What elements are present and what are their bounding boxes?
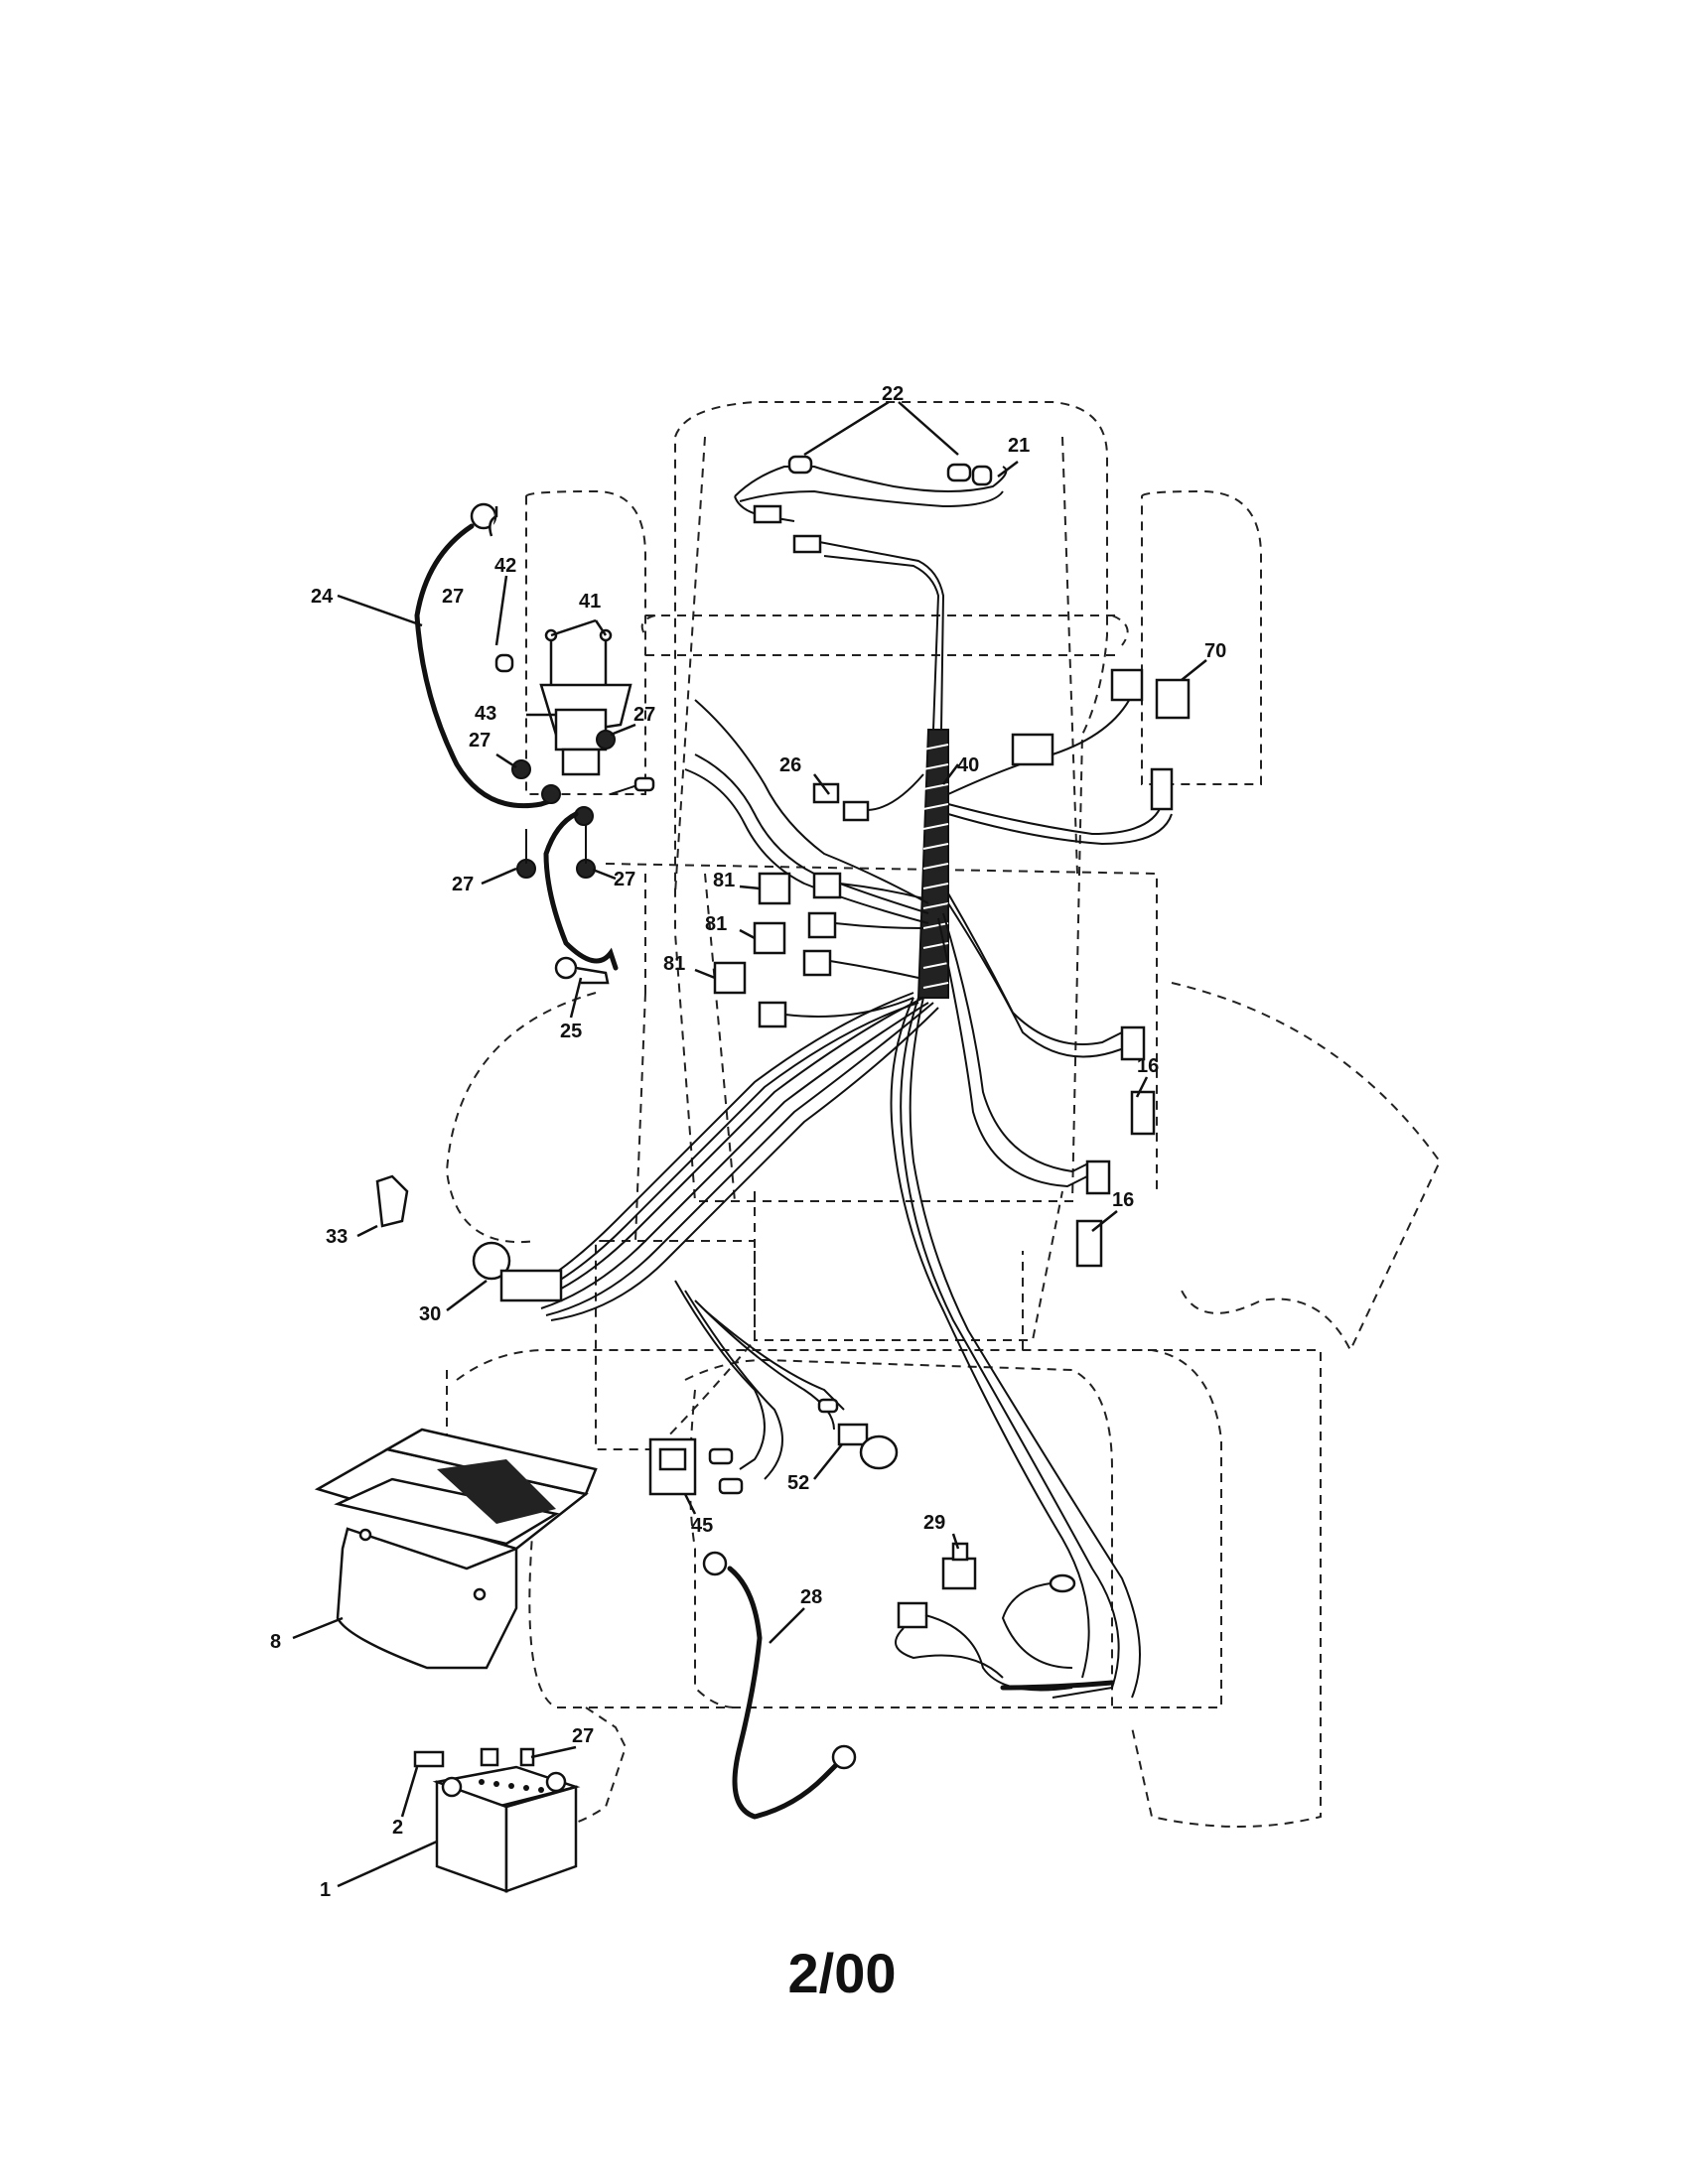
relay xyxy=(758,872,791,905)
callout-labels: 1 2 8 16 16 21 22 24 25 26 27 27 27 27 2… xyxy=(270,383,1226,1901)
headlight-connector xyxy=(753,504,782,524)
callout-label: 25 xyxy=(560,1021,582,1042)
callout-label: 26 xyxy=(779,754,801,776)
battery-tray-8 xyxy=(314,1428,598,1670)
battery-1 xyxy=(413,1747,581,1893)
callout-label: 24 xyxy=(311,586,334,608)
solenoid-base xyxy=(561,748,601,776)
boot-cover xyxy=(494,653,514,673)
ring-terminal xyxy=(702,1551,728,1576)
callout-label: 52 xyxy=(787,1472,809,1494)
hex-nut xyxy=(596,730,616,750)
callout-label: 27 xyxy=(633,704,655,726)
callout-label: 16 xyxy=(1112,1189,1134,1211)
connector-plug xyxy=(1110,668,1144,702)
lamp-bulb-52 xyxy=(859,1434,899,1470)
callout-label: 22 xyxy=(882,383,904,405)
callout-label: 21 xyxy=(1008,435,1030,457)
callout-label: 41 xyxy=(579,591,601,613)
callout-label: 45 xyxy=(691,1515,713,1537)
switch-connector xyxy=(1120,1025,1146,1061)
callout-label: 70 xyxy=(1204,640,1226,662)
lower-components xyxy=(375,1174,1115,1692)
callout-label: 27 xyxy=(452,874,474,895)
hex-nut xyxy=(511,759,531,779)
callout-label: 27 xyxy=(469,730,491,751)
seat-switch-connector xyxy=(897,1601,928,1629)
hex-nut xyxy=(574,806,594,826)
callout-label: 16 xyxy=(1137,1055,1159,1077)
callout-label: 81 xyxy=(705,913,727,935)
right-switches xyxy=(1011,668,1191,1268)
main-harness xyxy=(525,540,1173,1699)
relay-group xyxy=(713,773,924,1028)
relay-socket xyxy=(812,872,842,899)
callout-label: 8 xyxy=(270,1631,281,1653)
hex-nut xyxy=(541,784,561,804)
connector xyxy=(812,782,840,804)
relay xyxy=(713,961,747,995)
relay-socket xyxy=(758,1001,787,1028)
headlight-bulb-left xyxy=(787,455,813,475)
seat-switch-29 xyxy=(941,1557,977,1590)
callout-label: 81 xyxy=(713,870,735,891)
revision-date: 2/00 xyxy=(787,1942,897,2004)
rectifier-33 xyxy=(375,1174,409,1228)
switch-connector xyxy=(1085,1160,1111,1195)
relay-socket xyxy=(802,949,832,977)
ring-terminal xyxy=(831,1744,857,1770)
ground-cable xyxy=(702,1551,857,1820)
callout-label: 29 xyxy=(923,1512,945,1534)
interlock-switch-16 xyxy=(1130,1090,1156,1136)
tractor-outline xyxy=(445,401,1442,1828)
callout-label: 28 xyxy=(800,1586,822,1608)
callout-label: 27 xyxy=(614,869,635,890)
connector-plug xyxy=(1150,767,1174,811)
callout-label: 27 xyxy=(572,1725,594,1747)
relay-socket xyxy=(807,911,837,939)
connector xyxy=(842,800,870,822)
callout-label: 40 xyxy=(957,754,979,776)
key-switch-connector xyxy=(499,1269,563,1302)
callout-label: 2 xyxy=(392,1817,403,1839)
ground-cable-end xyxy=(575,966,610,985)
callout-label: 30 xyxy=(419,1303,441,1325)
lead-clip xyxy=(489,506,498,537)
connector-52 xyxy=(837,1423,869,1446)
callout-label: 27 xyxy=(442,586,464,608)
connector-block-70 xyxy=(1155,678,1191,720)
callout-leaders xyxy=(292,400,1207,1888)
callout-label: 81 xyxy=(663,953,685,975)
headlight-bulb-right xyxy=(946,463,972,482)
ground-ring-terminal xyxy=(554,956,578,980)
callout-label: 42 xyxy=(494,555,516,577)
connector-plug xyxy=(1011,733,1054,766)
callout-label: 33 xyxy=(326,1226,348,1248)
headlight-connector-mate xyxy=(792,534,822,554)
battery-nut xyxy=(480,1747,499,1767)
headlight-socket xyxy=(971,465,993,486)
solenoid-assembly xyxy=(414,502,655,985)
callout-label: 43 xyxy=(475,703,496,725)
headlight-harness xyxy=(734,455,1008,554)
callout-label: 1 xyxy=(320,1879,331,1901)
relay xyxy=(753,921,786,955)
battery-bolt xyxy=(413,1750,445,1768)
